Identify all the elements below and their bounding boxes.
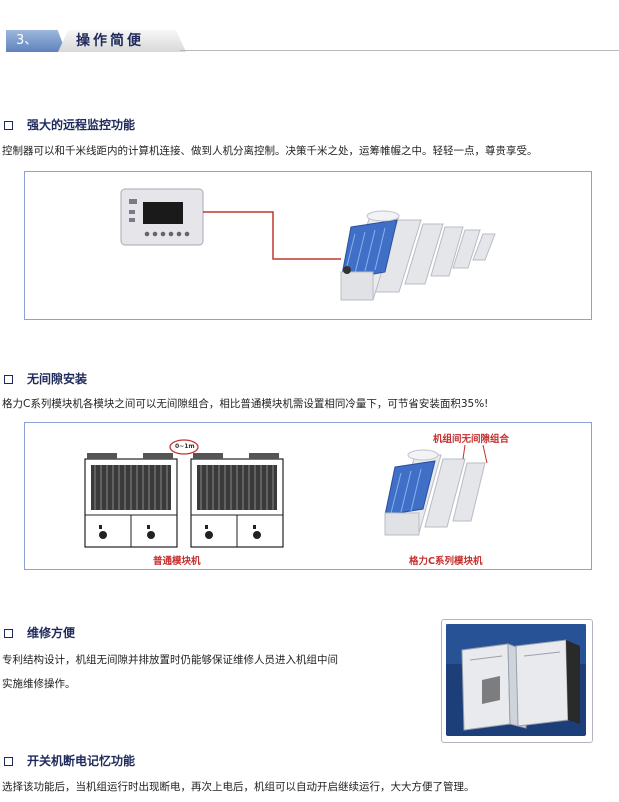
maintenance-illustration	[446, 624, 586, 736]
checkbox-square-icon	[4, 757, 13, 766]
feature-description-line2: 实施维修操作。	[2, 678, 76, 690]
gree-module-label: 格力C系列模块机	[409, 556, 483, 567]
feature-heading-power-memory: 开关机断电记忆功能	[4, 752, 135, 769]
section-number: 3、	[6, 30, 66, 52]
feature-description-line1: 专利结构设计，机组无间隙并排放置时仍能够保证维修人员进入机组中间	[2, 654, 338, 666]
header-divider	[180, 50, 619, 51]
remote-monitoring-illustration	[120, 188, 496, 301]
maintenance-photo	[441, 619, 593, 743]
section-title: 操作简便	[58, 30, 186, 52]
section-header: 3、 操作简便	[0, 30, 619, 52]
gapless-callout: 机组间无间隙组合	[433, 434, 510, 445]
feature-title: 开关机断电记忆功能	[27, 754, 136, 768]
feature-description: 格力C系列模块机各模块之间可以无间隙组合，相比普通模块机需设置相同冷量下，可节省…	[2, 398, 489, 410]
ordinary-module-left	[84, 453, 178, 548]
gap-tag: 0~1m	[175, 443, 195, 450]
gap-highlight-circle	[169, 439, 199, 455]
checkbox-square-icon	[4, 629, 13, 638]
ordinary-module-label: 普通模块机	[153, 556, 201, 567]
gapless-install-figure: 0~1m 普通模块机 格力C系列模块机 机组间无间隙组合	[24, 422, 592, 570]
connection-wire	[203, 211, 341, 260]
module-comparison-illustration	[84, 439, 488, 548]
feature-description: 选择该功能后，当机组运行时出现断电，再次上电后，机组可以自动开启继续运行，大大方…	[2, 781, 475, 793]
ordinary-module-right	[190, 453, 284, 548]
gree-c-series-units	[384, 444, 488, 536]
feature-title: 无间隙安装	[27, 372, 88, 386]
chiller-units-row	[340, 210, 496, 301]
checkbox-square-icon	[4, 121, 13, 130]
remote-monitoring-figure	[24, 171, 592, 320]
feature-heading-remote-monitoring: 强大的远程监控功能	[4, 116, 135, 133]
feature-heading-gapless-install: 无间隙安装	[4, 370, 87, 387]
feature-title: 维修方便	[27, 626, 76, 640]
feature-heading-easy-maintenance: 维修方便	[4, 624, 75, 641]
feature-description: 控制器可以和千米线距内的计算机连接、做到人机分离控制。决策千米之处，运筹帷幄之中…	[2, 145, 538, 157]
checkbox-square-icon	[4, 375, 13, 384]
controller-screen	[143, 202, 183, 224]
feature-title: 强大的远程监控功能	[27, 118, 136, 132]
